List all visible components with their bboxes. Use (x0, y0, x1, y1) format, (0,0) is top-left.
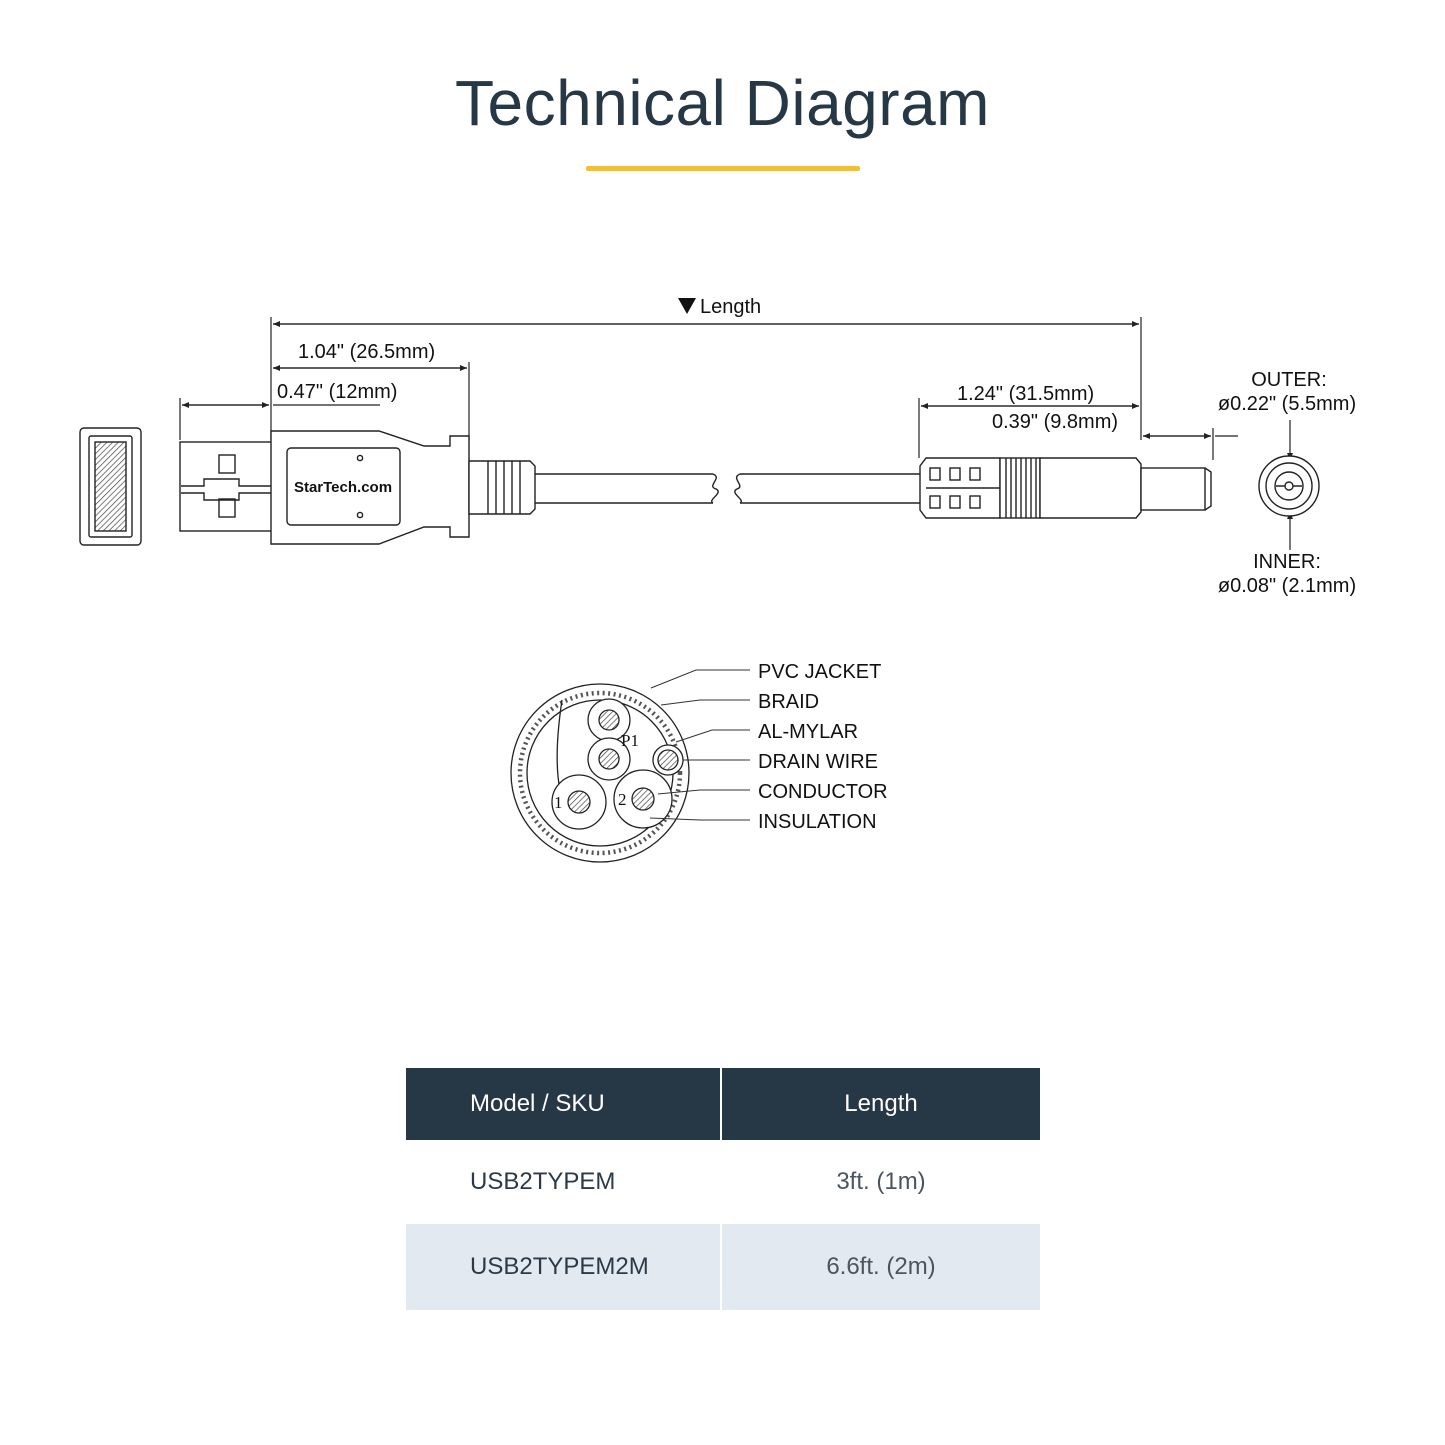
label-conductor: CONDUCTOR (758, 781, 888, 803)
label-insulation: INSULATION (758, 811, 877, 833)
wire1-marker: 1 (554, 793, 563, 812)
inner-label: INNER: (1253, 551, 1321, 573)
spec-table: Model / SKU Length USB2TYPEM 3ft. (1m) U… (406, 1068, 1040, 1310)
dc-plug-total-dim: 1.24" (31.5mm) (957, 383, 1094, 405)
brand-logo: StarTech.com (294, 479, 392, 496)
leader-lines (649, 669, 750, 821)
table-row: USB2TYPEM 3ft. (1m) (406, 1140, 1040, 1224)
pair-marker: P1 (621, 731, 639, 750)
usb-plug-total-dim: 1.04" (26.5mm) (298, 341, 435, 363)
label-braid: BRAID (758, 691, 819, 713)
usb-a-plug (179, 430, 470, 545)
usb-plug-tip-dim: 0.47" (12mm) (277, 381, 397, 403)
cable-cross-section (510, 683, 690, 863)
outer-label: OUTER: (1251, 369, 1327, 391)
inner-value: ø0.08" (2.1mm) (1218, 575, 1356, 597)
technical-diagram: Length 1.04" (26.5mm) 0.47" (12mm) 1.24"… (79, 296, 1356, 863)
length-marker-icon (678, 298, 696, 314)
table-row: USB2TYPEM2M 6.6ft. (2m) (406, 1224, 1040, 1310)
usb-a-end-view (79, 427, 142, 546)
title-underline (586, 166, 860, 171)
sku-cell: USB2TYPEM (406, 1140, 722, 1224)
length-label: Length (700, 296, 761, 318)
header-length: Length (844, 1090, 918, 1117)
header-model-sku: Model / SKU (406, 1068, 722, 1140)
dc-barrel-plug (919, 457, 1212, 519)
outer-value: ø0.22" (5.5mm) (1218, 393, 1356, 415)
wire2-marker: 2 (618, 790, 627, 809)
label-al-mylar: AL-MYLAR (758, 721, 858, 743)
page-title: Technical Diagram (455, 67, 990, 139)
dc-end-view (1258, 455, 1320, 517)
sku-cell: USB2TYPEM2M (406, 1224, 722, 1310)
cable (468, 460, 920, 515)
length-cell: 6.6ft. (2m) (826, 1253, 936, 1280)
label-pvc-jacket: PVC JACKET (758, 661, 881, 683)
label-drain-wire: DRAIN WIRE (758, 751, 878, 773)
table-header: Model / SKU Length (406, 1068, 1040, 1140)
dimension-lines (179, 317, 1293, 550)
length-cell: 3ft. (1m) (836, 1168, 926, 1195)
dc-plug-tip-dim: 0.39" (9.8mm) (992, 411, 1118, 433)
